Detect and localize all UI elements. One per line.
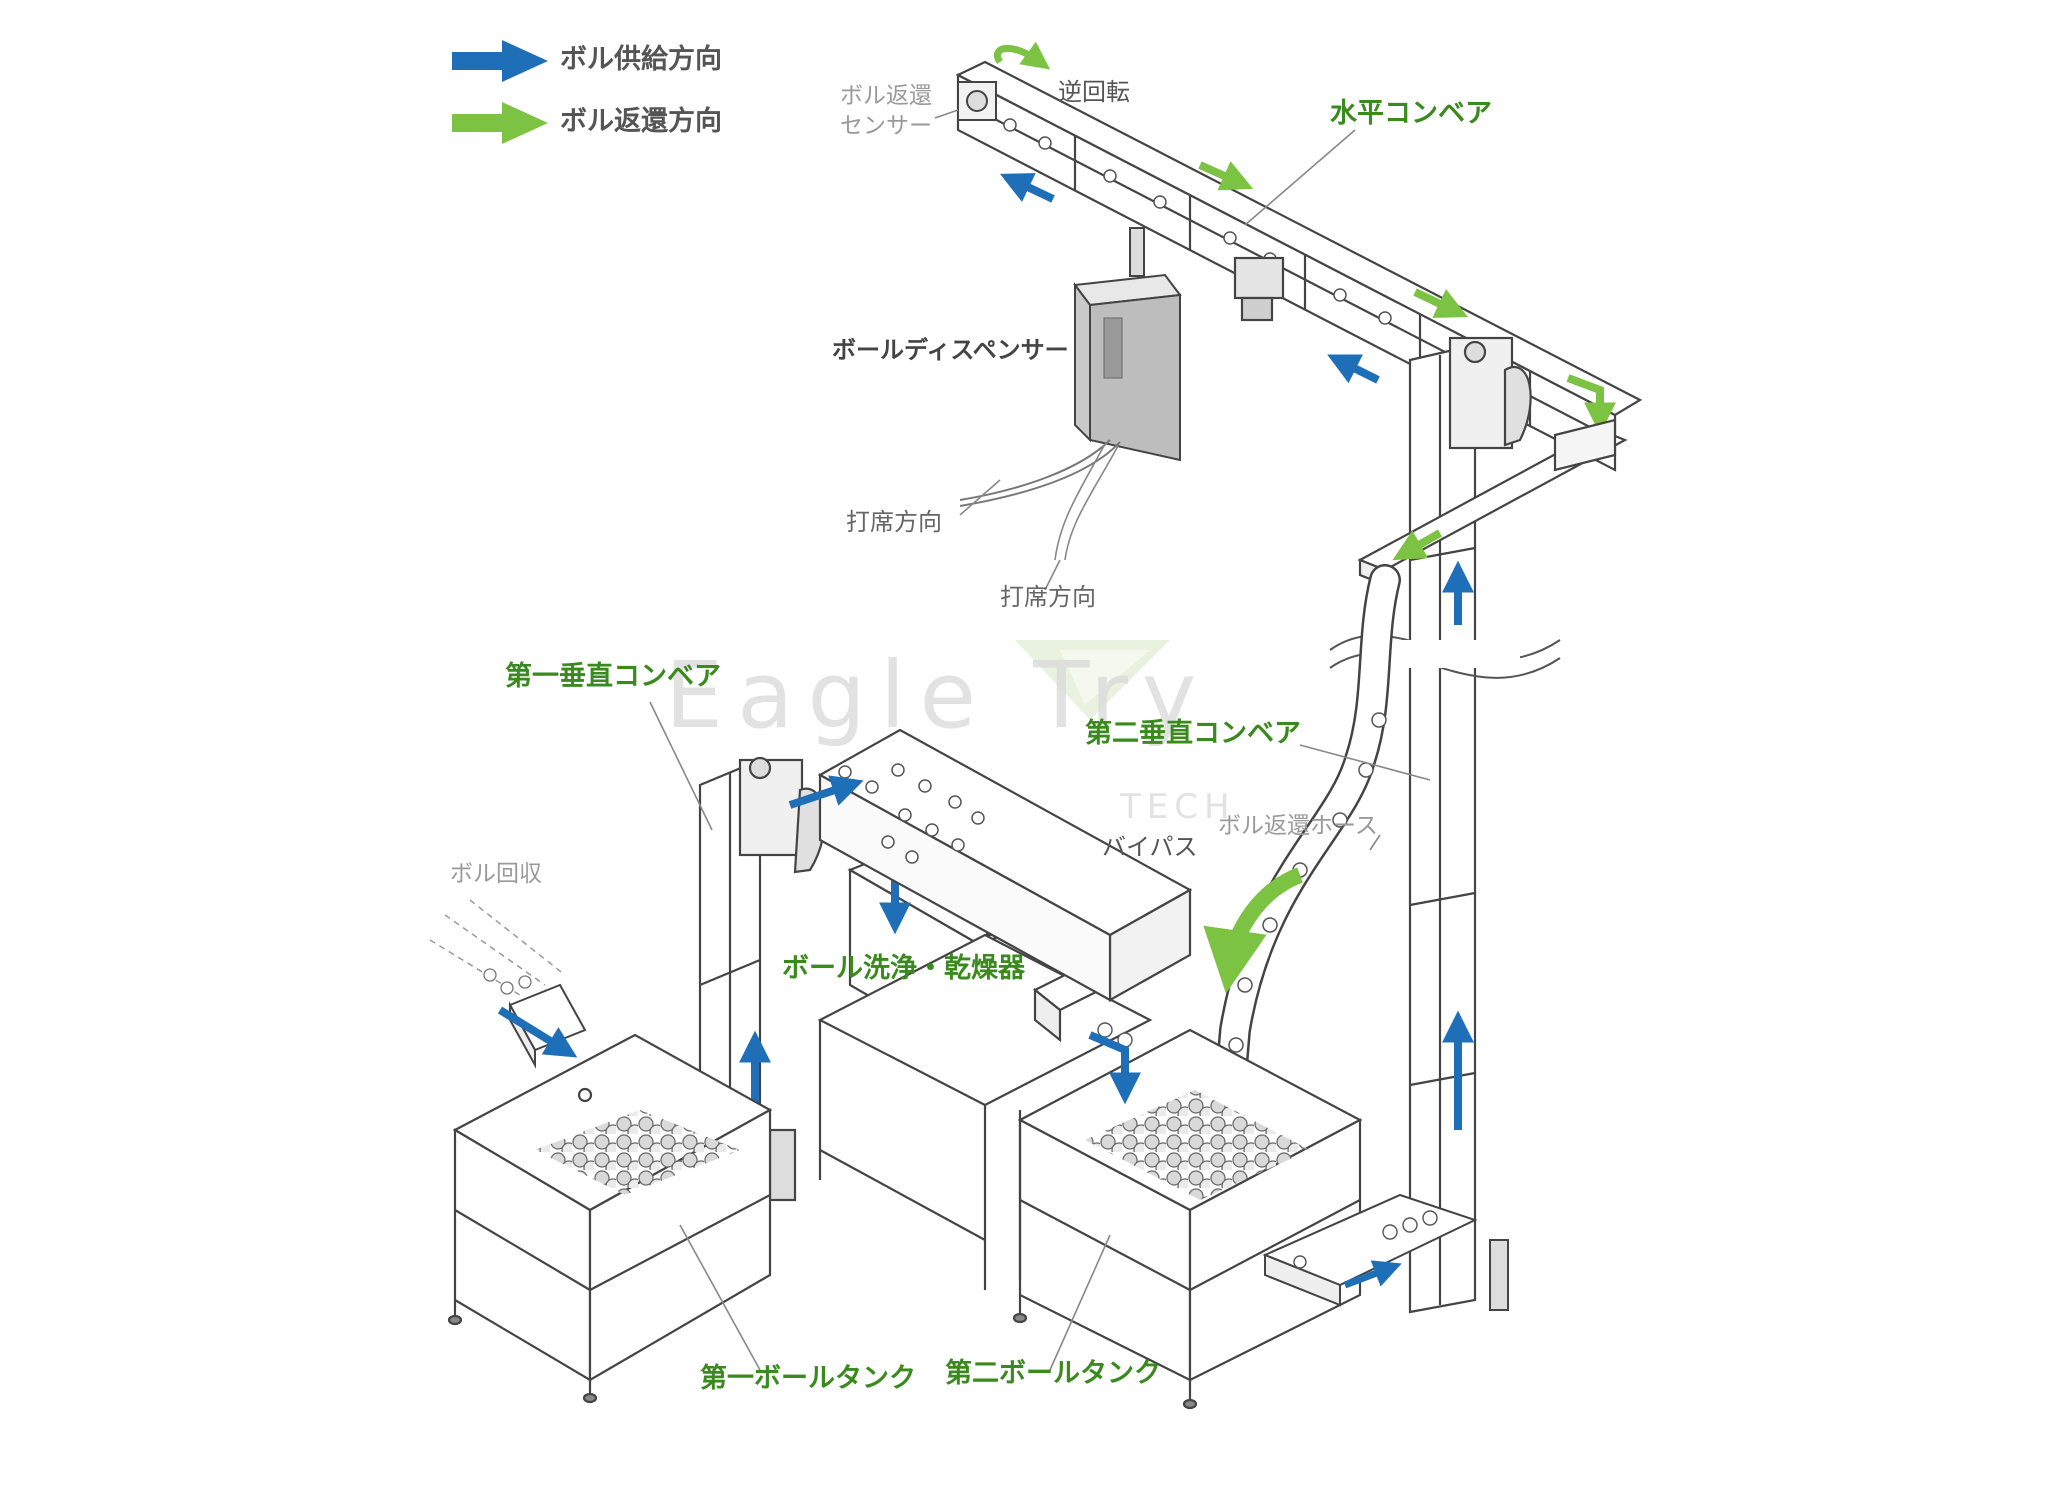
watermark-sub: TECH bbox=[1120, 787, 1236, 827]
return-sensor-label: ボル返還 センサー bbox=[840, 83, 932, 139]
feeder-supply-arrow bbox=[1343, 1260, 1402, 1289]
horizontal-conveyor bbox=[955, 60, 1643, 472]
washer-outlet-arrow bbox=[1088, 1031, 1141, 1105]
first-ball-tank-label: 第一ボールタンク bbox=[700, 1363, 916, 1394]
horizontal-conveyor-label: 水平コンベア bbox=[1330, 98, 1492, 129]
corner-return-arrow bbox=[1566, 374, 1616, 435]
watermark-logo bbox=[1015, 640, 1170, 720]
legend-return-label: ボル返還方向 bbox=[560, 106, 722, 137]
hc-return-arrow-2 bbox=[1413, 288, 1469, 318]
break-gap bbox=[1380, 640, 1520, 668]
hc-supply-arrow-1 bbox=[999, 173, 1055, 203]
washer-dryer-label: ボール洗浄・乾燥器 bbox=[782, 953, 1025, 984]
first-ball-tank-drawing bbox=[447, 1033, 773, 1404]
reverse-roller bbox=[957, 81, 997, 121]
return-hose-label: ボル返還ホース bbox=[1218, 813, 1378, 839]
second-feeder-drawing bbox=[1262, 1193, 1509, 1311]
chute-return-arrow bbox=[1392, 529, 1442, 561]
ball-dispenser-label: ボールディスペンサー bbox=[832, 336, 1069, 364]
second-ball-tank-label: 第二ボールタンク bbox=[945, 1358, 1161, 1389]
hitting-direction-label-1: 打席方向 bbox=[846, 508, 942, 536]
bypass-label: バイパス bbox=[1102, 833, 1198, 861]
legend-supply-label: ボル供給方向 bbox=[560, 44, 722, 75]
hitting-direction-label-2: 打席方向 bbox=[1000, 583, 1096, 611]
leader-lines bbox=[649, 109, 1431, 1371]
recovery-supply-arrow bbox=[497, 1006, 578, 1058]
ball-dispenser-drawing bbox=[959, 227, 1182, 561]
ball-recovery-chute-drawing bbox=[429, 899, 587, 1069]
first-vertical-conveyor-label: 第一垂直コンベア bbox=[505, 661, 721, 692]
legend-return-arrow bbox=[452, 102, 548, 144]
fv-top-supply-arrow bbox=[788, 775, 864, 809]
hc-supply-arrow-2 bbox=[1327, 354, 1380, 384]
reverse-label: 逆回転 bbox=[1058, 78, 1130, 106]
second-vertical-conveyor-drawing bbox=[1357, 336, 1628, 1314]
legend-supply-arrow bbox=[452, 40, 548, 82]
ball-recovery-label: ボル回収 bbox=[450, 861, 542, 887]
watermark-brand: Eagle Try bbox=[665, 642, 1211, 749]
hc-return-arrow-1 bbox=[1198, 161, 1254, 191]
second-ball-tank-drawing bbox=[1012, 1028, 1363, 1410]
hose-return-arrow bbox=[1203, 867, 1304, 994]
second-vertical-conveyor-label: 第二垂直コンベア bbox=[1085, 718, 1301, 749]
reverse-arrow bbox=[994, 41, 1051, 70]
